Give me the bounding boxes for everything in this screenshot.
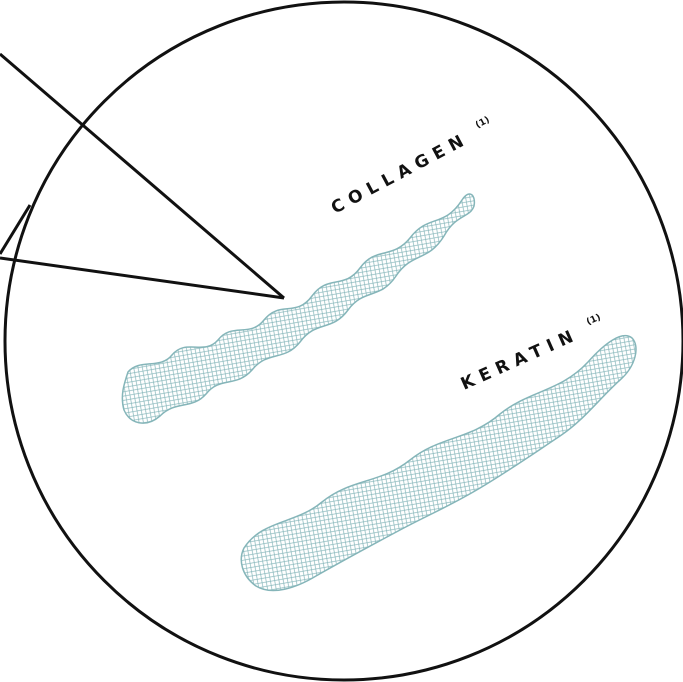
pointer-line-lower <box>0 258 284 298</box>
collagen-label-name: COLLAGEN <box>328 129 473 219</box>
pointer-line-left-edge <box>0 205 30 254</box>
collagen-strand <box>122 194 474 423</box>
keratin-label-note: (1) <box>585 313 602 328</box>
keratin-strand <box>241 336 636 591</box>
pointer-line-upper <box>0 54 284 298</box>
pointer-lines <box>0 54 284 298</box>
collagen-label-note: (1) <box>474 115 491 131</box>
